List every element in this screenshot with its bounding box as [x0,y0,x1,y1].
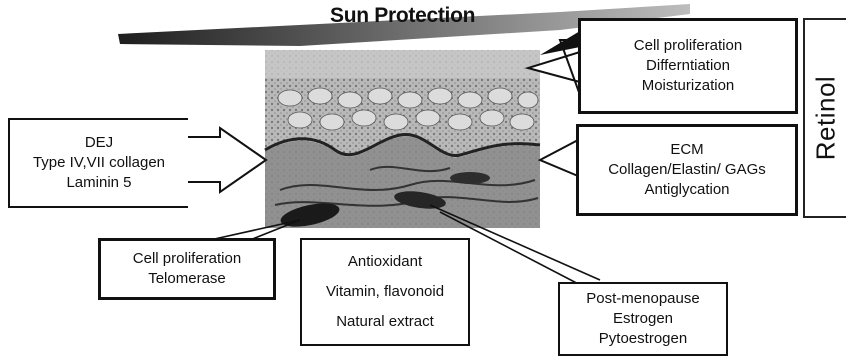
box-line: Antiglycation [644,180,729,200]
box-line: Collagen/Elastin/ GAGs [608,160,766,180]
box-line: DEJ [85,133,113,153]
box-line: ECM [670,140,703,160]
box-line: Telomerase [148,269,226,289]
skin-cross-section [265,50,540,231]
box-line: Cell proliferation [133,249,241,269]
retinol-label: Retinol [810,76,841,160]
box-line: Differntiation [646,56,730,76]
sun-protection-title: Sun Protection [330,4,475,28]
ecm-arrow [540,128,578,188]
box-line: Antioxidant [348,252,422,272]
hormone-box: Post-menopause Estrogen Pytoestrogen [558,282,728,356]
dej-box: DEJ Type IV,VII collagen Laminin 5 [8,118,188,208]
box-line: Natural extract [336,312,434,332]
ecm-box: ECM Collagen/Elastin/ GAGs Antiglycation [576,124,798,216]
antioxidant-box: Antioxidant Vitamin, flavonoid Natural e… [300,238,470,346]
retinol-panel: Retinol [803,18,846,218]
box-line: Type IV,VII collagen [33,153,165,173]
dej-arrow [180,128,266,192]
box-line: Cell proliferation [634,36,742,56]
box-line: Moisturization [642,76,735,96]
box-line: Vitamin, flavonoid [326,282,444,302]
box-line: Post-menopause [586,289,699,309]
box-line: Pytoestrogen [599,329,687,349]
epidermis-effects-box: Cell proliferation Differntiation Moistu… [578,18,798,114]
box-line: Estrogen [613,309,673,329]
fibroblast-box: Cell proliferation Telomerase [98,238,276,300]
box-line: Laminin 5 [66,173,131,193]
